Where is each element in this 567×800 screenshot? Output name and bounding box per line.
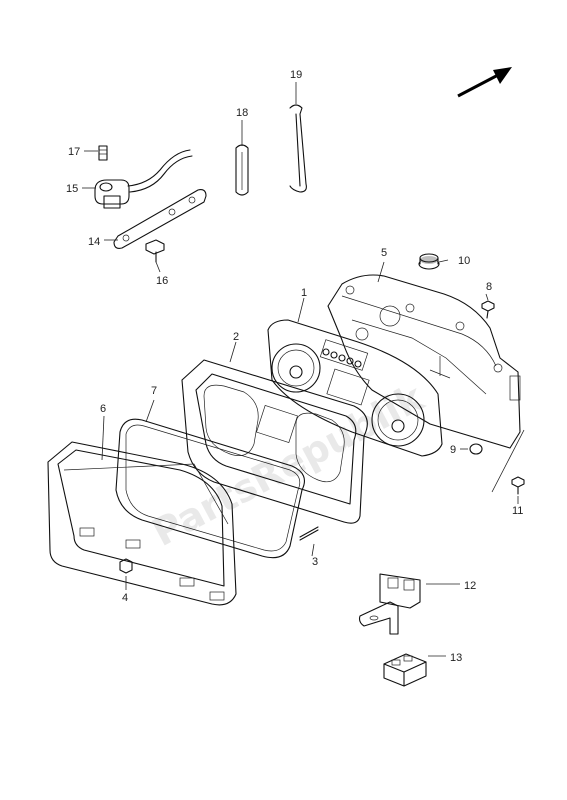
callout-1: 1 [301,287,307,299]
part-15-sensor [94,149,193,209]
arrow-up-right-icon [457,67,512,98]
callout-7: 7 [151,385,157,397]
part-3-pin [299,526,319,541]
part-1-gauge-board [267,319,443,457]
callout-18: 18 [236,107,248,119]
part-7-gasket [115,418,305,559]
callout-4: 4 [122,592,128,604]
callout-19: 19 [290,69,302,81]
callout-14: 14 [88,236,100,248]
callout-12: 12 [464,580,476,592]
callout-15: 15 [66,183,78,195]
part-19-clip [289,104,307,193]
part-9-cap [469,443,483,455]
callout-10: 10 [458,255,470,267]
part-17-screw [98,145,108,161]
callout-5: 5 [381,247,387,259]
callout-16: 16 [156,275,168,287]
callout-17: 17 [68,146,80,158]
part-16-bolt [145,239,165,263]
part-4-nut [119,558,133,574]
part-13-connector [383,653,427,687]
callout-6: 6 [100,403,106,415]
part-10-grommet [418,253,440,270]
part-8-screw [481,300,495,319]
indicator-lamps [322,348,362,368]
callout-8: 8 [486,281,492,293]
part-6-lens-cover [47,441,237,606]
callout-3: 3 [312,556,318,568]
part-18-strap [235,144,249,196]
callout-9: 9 [450,444,456,456]
part-5-rear-housing [327,274,521,449]
callout-11: 11 [512,505,523,517]
part-14-bracket [113,189,207,249]
leader-lines [82,82,525,657]
callout-13: 13 [450,652,462,664]
part-11-screw [511,476,525,495]
callout-2: 2 [233,331,239,343]
callout-labels: 1 2 3 4 5 6 7 8 9 10 11 12 13 14 15 16 1… [66,69,523,664]
part-12-bracket [358,573,421,635]
